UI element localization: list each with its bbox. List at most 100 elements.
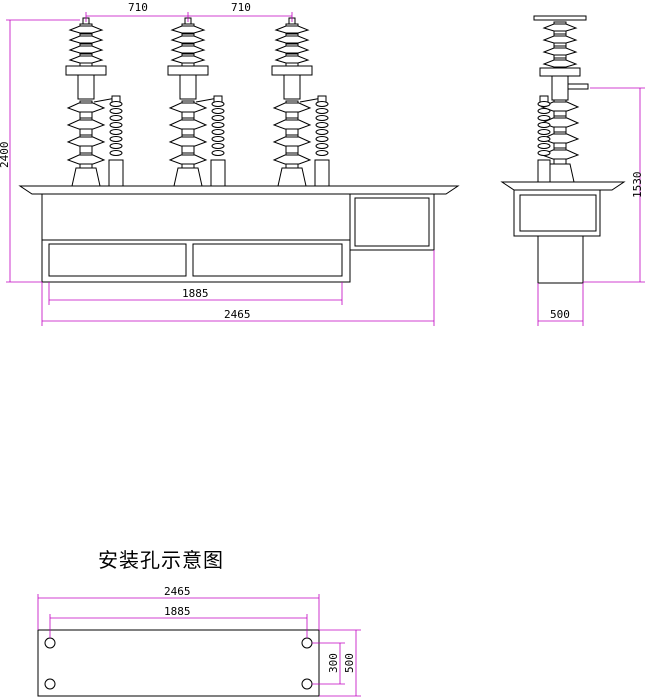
insulator-shed <box>66 102 106 113</box>
small-shed <box>211 143 225 149</box>
pole-base <box>277 167 307 187</box>
small-shed <box>211 129 225 135</box>
small-shed <box>315 136 329 142</box>
mounting-hole <box>301 637 313 649</box>
insulator-shed <box>540 117 580 128</box>
side-base <box>537 235 584 284</box>
side-insulator-base <box>537 159 551 183</box>
pole-tube <box>179 74 197 100</box>
side-top-plate <box>533 15 587 21</box>
insulator-shed <box>542 59 578 68</box>
insulator-shed <box>540 149 580 160</box>
side-cabinet <box>513 189 601 237</box>
small-shed <box>109 101 123 107</box>
dim-1885-plan: 1885 <box>164 605 191 618</box>
dim-2465-plan: 2465 <box>164 585 191 598</box>
dim-300: 300 <box>327 653 340 673</box>
dim-710-right: 710 <box>231 1 251 14</box>
side-cabinet-window <box>519 194 597 232</box>
dim-500-side: 500 <box>550 308 570 321</box>
insulator-shed <box>170 55 206 64</box>
small-shed <box>109 150 123 156</box>
insulator-shed <box>168 119 208 130</box>
small-shed <box>537 101 551 107</box>
small-shed <box>109 143 123 149</box>
side-insulator-base <box>314 159 330 187</box>
small-shed <box>537 115 551 121</box>
dim-1885-front: 1885 <box>182 287 209 300</box>
insulator-shed <box>272 154 312 165</box>
pole-base <box>71 167 101 187</box>
small-shed <box>211 101 225 107</box>
small-shed <box>537 150 551 156</box>
pole-tube <box>77 74 95 100</box>
cabinet-panel-left <box>48 243 187 277</box>
insulator-shed <box>66 119 106 130</box>
mounting-hole <box>44 637 56 649</box>
pole-flange <box>167 65 209 76</box>
insulator-shed <box>540 101 580 112</box>
insulator-shed <box>272 102 312 113</box>
pole-flange <box>539 67 581 77</box>
small-shed <box>109 108 123 114</box>
dim-1530: 1530 <box>631 172 644 199</box>
insulator-poles <box>65 17 330 187</box>
small-shed <box>109 122 123 128</box>
small-shed <box>537 129 551 135</box>
insulator-shed <box>542 35 578 44</box>
small-shed <box>211 122 225 128</box>
pole-tube <box>551 75 569 101</box>
insulator-shed <box>168 136 208 147</box>
mechanism-box <box>349 193 435 251</box>
top-cover-plate <box>18 185 460 195</box>
side-insulator-base <box>108 159 124 187</box>
insulator-shed <box>66 154 106 165</box>
insulator-shed <box>168 154 208 165</box>
insulator-shed <box>542 47 578 56</box>
insulator-shed <box>274 45 310 54</box>
insulator-shed <box>68 45 104 54</box>
mounting-hole <box>44 678 56 690</box>
insulator-shed <box>272 119 312 130</box>
dim-500-plan: 500 <box>343 653 356 673</box>
small-shed <box>315 108 329 114</box>
insulator-shed <box>274 55 310 64</box>
small-shed <box>315 122 329 128</box>
small-shed <box>109 129 123 135</box>
small-shed <box>315 150 329 156</box>
insulator-shed <box>168 102 208 113</box>
dimension-lines-front <box>6 12 435 326</box>
insulator-shed <box>68 55 104 64</box>
small-shed <box>109 115 123 121</box>
insulator-shed <box>272 136 312 147</box>
dimension-lines-plan <box>37 594 361 697</box>
small-shed <box>537 122 551 128</box>
insulator-shed <box>170 35 206 44</box>
small-shed <box>315 115 329 121</box>
mounting-hole <box>301 678 313 690</box>
insulator-shed <box>68 35 104 44</box>
small-shed <box>537 136 551 142</box>
insulator-shed <box>542 23 578 32</box>
mounting-hole-title: 安装孔示意图 <box>98 548 224 572</box>
insulator-shed <box>68 25 104 34</box>
mounting-plate <box>37 629 320 697</box>
cabinet-panel-right <box>192 243 343 277</box>
insulator-shed <box>274 35 310 44</box>
small-shed <box>537 143 551 149</box>
insulator-shed <box>170 45 206 54</box>
small-shed <box>211 115 225 121</box>
small-shed <box>315 129 329 135</box>
side-arm <box>567 83 589 90</box>
pole-flange <box>271 65 313 76</box>
insulator-shed <box>274 25 310 34</box>
pole-flange <box>65 65 107 76</box>
small-shed <box>315 143 329 149</box>
dim-2400: 2400 <box>0 142 11 169</box>
small-shed <box>211 136 225 142</box>
side-insulator-base <box>210 159 226 187</box>
dimension-lines-side <box>537 87 645 326</box>
pole-tube <box>283 74 301 100</box>
main-cabinet <box>41 193 351 283</box>
